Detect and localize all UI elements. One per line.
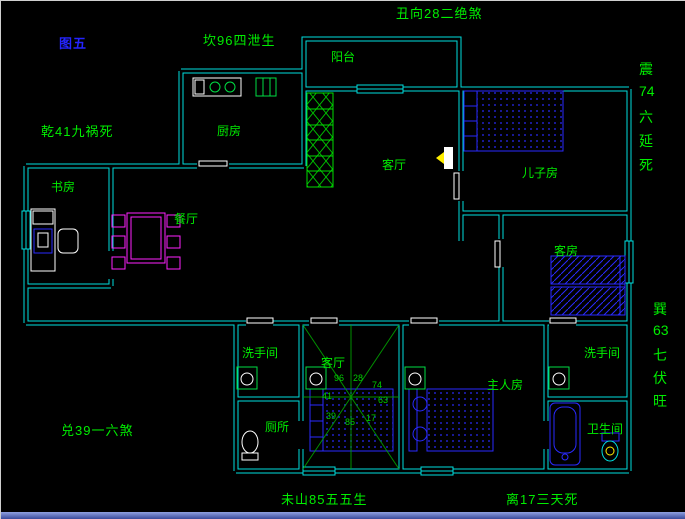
window-bottom-edge [1,512,685,519]
toilet-right [601,432,620,462]
annotation-east: 震 [639,61,653,77]
study-chair [57,228,79,254]
door-washroom-right [549,317,577,324]
bed-sons-room [463,90,564,152]
door-master [410,317,438,324]
room-label-washroom-right: 洗手间 [584,346,621,360]
room-label-toilet: 厕所 [265,420,290,434]
room-label-dining-room: 餐厅 [174,212,199,226]
study-desk [30,208,79,272]
annotation-southeast: 七 [653,347,667,363]
annotation-southeast: 旺 [653,393,667,409]
door-washroom-left [246,317,274,324]
dining-table [111,212,181,270]
star-number-n: 96 [334,373,345,383]
staircase [306,92,334,188]
annotation-east: 死 [639,157,653,173]
star-number-s: 17 [366,413,377,423]
annotation-east: 延 [639,133,653,149]
star-number-ne: 28 [353,373,364,383]
room-label-living-room-2: 客厅 [321,356,346,370]
door-sons-room [453,172,460,200]
bed-living2 [309,388,394,452]
annotation-northwest: 乾41九祸死 [41,124,114,139]
kitchen-fridge [255,77,277,97]
annotation-east: 六 [639,109,653,125]
room-label-bathroom: 卫生间 [587,422,624,436]
kitchen-stove [192,77,242,97]
toilet-left [241,430,259,461]
wall-light-icon [436,147,453,169]
bathtub [549,402,581,466]
doors [198,160,577,324]
room-label-study: 书房 [51,180,76,194]
washbasin [236,366,570,390]
figure-label: 图五 [59,36,88,51]
bed-master-room [408,388,494,452]
room-label-living-room: 客厅 [382,158,407,172]
star-number-w: 39 [326,411,337,421]
star-number-se: 63 [378,395,389,405]
room-label-guest-room: 客房 [554,244,579,258]
door-guest-room [494,240,501,268]
annotation-southeast: 巽 [653,301,667,317]
star-number-sw: 85 [345,417,356,427]
annotation-east: 74 [639,83,655,99]
door-kitchen [198,160,228,167]
annotation-north: 坎96四泄生 [203,33,276,48]
room-label-sons-room: 儿子房 [522,166,559,180]
windows [21,84,634,476]
beds-guest-room [550,255,626,316]
room-label-kitchen: 厨房 [217,124,242,138]
door-living2 [310,317,338,324]
annotation-southeast: 63 [653,322,669,338]
room-label-washroom-left: 洗手间 [242,346,279,360]
annotation-facing-top: 丑向28二绝煞 [396,6,483,21]
star-number-nw: 41 [322,391,333,401]
compass-lines [302,324,400,470]
room-label-master-room: 主人房 [487,378,524,392]
annotation-south: 离17三天死 [506,492,579,507]
star-number-e: 74 [372,380,383,390]
annotation-southeast: 伏 [653,370,667,386]
room-label-balcony: 阳台 [331,50,356,64]
annotation-west: 兑39一六煞 [61,423,134,438]
annotation-south-mountain: 未山85五五生 [281,492,368,507]
